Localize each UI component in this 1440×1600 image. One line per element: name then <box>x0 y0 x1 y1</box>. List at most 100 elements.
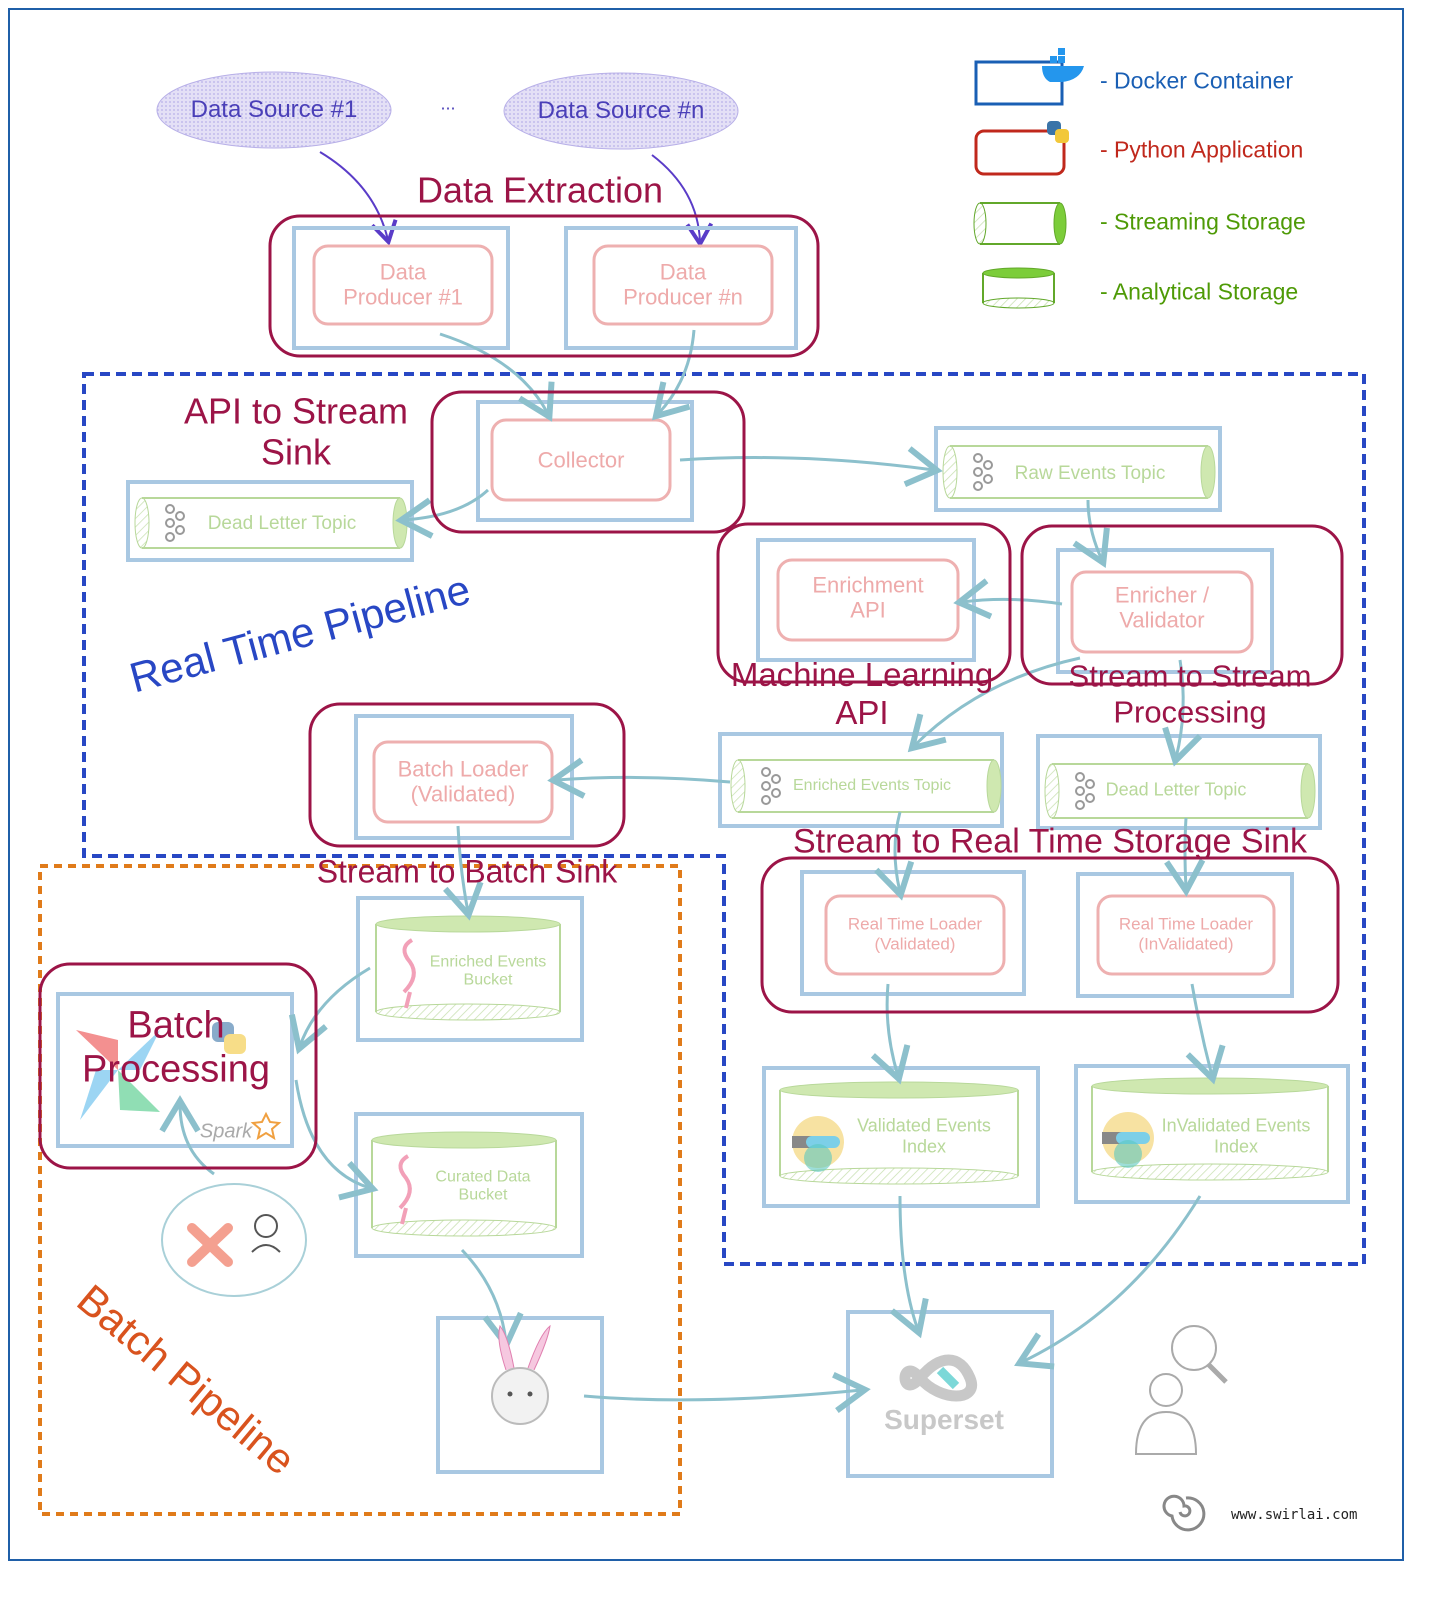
arrow-enricher-enriched <box>907 656 1081 753</box>
arrow-collector-deadletter <box>395 488 490 539</box>
group-ml-api <box>716 522 1012 684</box>
data-source-1-shape <box>156 71 392 149</box>
sources-ellipsis: ... <box>440 93 456 114</box>
analytical-cylinder-invalidated <box>1091 1077 1329 1181</box>
elasticsearch-icon-validated <box>792 1116 844 1172</box>
arrow-enriched-rtloader <box>874 811 915 901</box>
group-data-extraction-label: Data Extraction <box>416 169 664 211</box>
app-enricher-label: Enricher /Validator <box>1114 582 1210 633</box>
app-collector-label: Collector <box>537 447 625 473</box>
analytical-cylinder-enriched <box>375 915 561 1021</box>
arrow-raw-enricher <box>1072 499 1110 569</box>
topic-dead-letter-2-label: Dead Letter Topic <box>1105 779 1247 800</box>
stream-cylinder-dead-letter-2 <box>1044 763 1316 819</box>
app-producer-n <box>592 244 774 326</box>
kafka-icon <box>1075 772 1095 810</box>
elasticsearch-icon-invalidated <box>1102 1112 1154 1168</box>
legend-streaming-cylinder <box>973 202 1067 245</box>
prefect-icon <box>187 1223 233 1267</box>
stream-cylinder-raw-events <box>942 445 1216 499</box>
arrow-collector-raw <box>679 446 943 488</box>
arrow-batchloader-bucket <box>443 825 484 921</box>
app-producer-1 <box>312 244 494 326</box>
arrow-rtloader-validindex <box>870 983 911 1085</box>
spark-label: Spark <box>199 1120 253 1143</box>
python-icon <box>1047 121 1069 143</box>
arrow-enriched-batchloader <box>547 757 731 799</box>
legend-streaming-label: - Streaming Storage <box>1100 208 1306 235</box>
container-enricher <box>1056 548 1274 674</box>
data-source-1-label: Data Source #1 <box>190 96 358 124</box>
spark-icon <box>250 1111 282 1141</box>
legend-analytical-label: - Analytical Storage <box>1100 278 1299 305</box>
python-logo-icon <box>212 1022 246 1054</box>
arrow-bucket-batchproc <box>288 966 371 1055</box>
kafka-icon <box>761 767 781 805</box>
legend-python-box <box>974 129 1066 176</box>
stream-cylinder-enriched-events <box>730 759 1002 813</box>
arrow-producer1-collector <box>439 332 555 422</box>
arrow-enricher-enrichment <box>953 578 1063 620</box>
container-producer-n <box>564 226 798 350</box>
arrow-producern-collector <box>651 329 696 421</box>
arrow-sourcen-producern <box>651 154 714 248</box>
topic-enriched-events-label: Enriched Events Topic <box>792 776 952 794</box>
arrow-validindex-superset <box>890 1195 929 1339</box>
flamingo-icon-enriched <box>402 938 416 1009</box>
container-collector <box>476 400 694 522</box>
data-source-n-shape <box>503 72 739 150</box>
jenkins-icon <box>251 1214 281 1253</box>
flamingo-icon-curated <box>398 1154 412 1225</box>
group-stream-to-batch <box>308 702 626 848</box>
arrow-enricher-deadletter <box>1162 659 1203 767</box>
arrow-curated-rabbit <box>460 1248 524 1351</box>
analyst-user-icon <box>1134 1325 1228 1455</box>
app-rt-loader-invalid-label: Real Time Loader(InValidated) <box>1118 914 1254 953</box>
group-stream-to-rt-storage-label: Stream to Real Time Storage Sink <box>792 822 1308 861</box>
topic-raw-events-label: Raw Events Topic <box>1014 463 1166 485</box>
superset-logo-icon <box>899 1354 977 1402</box>
topic-dead-letter-1-label: Dead Letter Topic <box>207 513 357 535</box>
outer-border <box>8 8 1404 1561</box>
kafka-icon <box>165 504 185 542</box>
group-api-to-stream-sink <box>430 390 746 534</box>
analytical-cylinder-curated <box>371 1131 557 1237</box>
arrow-rtloader-invalidindex <box>1185 983 1226 1085</box>
airflow-icon <box>76 1030 160 1120</box>
analytical-storages <box>371 915 1329 1237</box>
app-collector <box>490 418 672 502</box>
arrow-invalidindex-superset <box>1014 1195 1202 1370</box>
kafka-icon <box>973 453 993 491</box>
arrow-rabbit-superset <box>583 1372 871 1413</box>
legend-python-label: - Python Application <box>1100 136 1304 163</box>
footer-url[interactable]: www.swirlai.com <box>1231 1507 1358 1523</box>
group-data-extraction <box>268 214 820 358</box>
group-stream-to-rt-storage <box>760 856 1340 1014</box>
container-batch-processing <box>56 992 294 1148</box>
superset-label: Superset <box>884 1403 1004 1435</box>
app-batch-loader-label: Batch Loader(Validated) <box>397 756 529 807</box>
app-rt-loader-valid-label: Real Time Loader(Validated) <box>847 914 983 953</box>
swirlai-logo-icon <box>1162 1494 1206 1532</box>
legend-docker-box <box>974 60 1064 106</box>
arrow-deadletter-rtloader <box>1164 817 1206 897</box>
app-rt-loader-valid <box>824 894 1006 976</box>
real-time-pipeline-boundary <box>82 372 1366 1266</box>
app-enricher <box>1070 570 1254 654</box>
group-batch-processing <box>38 962 318 1170</box>
rabbit-astronaut-icon <box>491 1324 551 1425</box>
docker-whale-icon <box>1042 48 1084 82</box>
analytical-cylinder-validated <box>779 1081 1019 1185</box>
